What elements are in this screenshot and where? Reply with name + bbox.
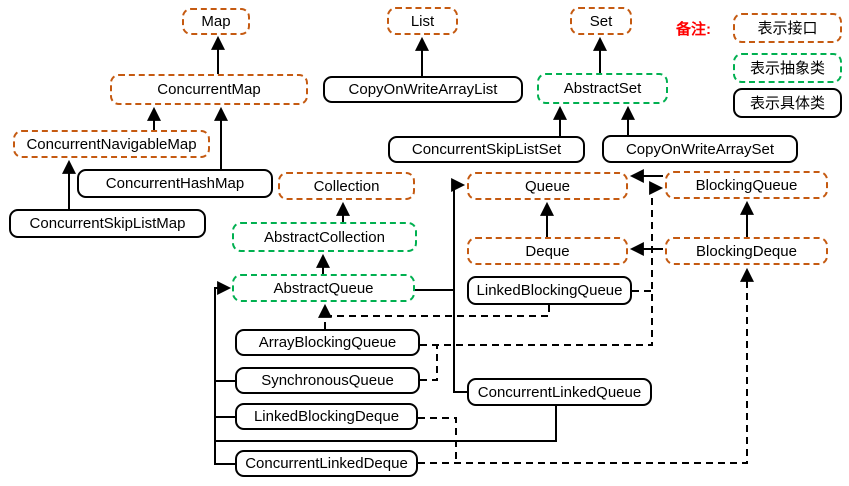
node-collection: Collection [278,172,415,200]
node-linkedblockingdeque: LinkedBlockingDeque [235,403,418,430]
node-map: Map [182,8,250,35]
node-deque: Deque [467,237,628,265]
edge-linkedblockingdeque-blockingdeque-join [418,417,457,463]
edge-linkedblockingqueue-abstractqueue [325,305,550,317]
edge-arrayblockingqueue-blockingqueue [420,181,664,346]
node-queue: Queue [467,172,628,200]
node-concurrentlinkedqueue: ConcurrentLinkedQueue [467,378,652,406]
edge-left-trunk-abstractqueue [214,281,235,465]
edge-synchronousqueue-blockingqueue-join [420,345,438,381]
legend-concrete-box: 表示具体类 [733,88,842,118]
node-synchronousqueue: SynchronousQueue [235,367,420,394]
node-concurrenthashmap: ConcurrentHashMap [77,169,273,198]
node-concurrentlinkeddeque: ConcurrentLinkedDeque [235,450,418,477]
node-set: Set [570,7,632,35]
node-concurrentnavigablemap: ConcurrentNavigableMap [13,130,210,158]
legend-abstract-box: 表示抽象类 [733,53,842,83]
node-concurrentskiplistmap: ConcurrentSkipListMap [9,209,206,238]
node-blockingqueue: BlockingQueue [665,171,828,199]
node-arrayblockingqueue: ArrayBlockingQueue [235,329,420,356]
node-concurrentmap: ConcurrentMap [110,74,308,105]
node-copyonwritearrayset: CopyOnWriteArraySet [602,135,798,163]
edge-concurrentlinkeddeque-blockingdeque [418,267,754,464]
node-list: List [387,7,458,35]
node-abstractset: AbstractSet [537,73,668,104]
legend-interface-box: 表示接口 [733,13,842,43]
legend-note-label: 备注: [676,21,711,38]
node-concurrentskiplistset: ConcurrentSkipListSet [388,136,585,163]
node-copyonwritearraylist: CopyOnWriteArrayList [323,76,523,103]
node-abstractcollection: AbstractCollection [232,222,417,252]
edge-concurrentlinkedqueue-left-trunk [215,406,557,442]
node-abstractqueue: AbstractQueue [232,274,415,302]
node-blockingdeque: BlockingDeque [665,237,828,265]
node-linkedblockingqueue: LinkedBlockingQueue [467,276,632,305]
edge-concurrentlinkedqueue-queue [451,178,467,393]
